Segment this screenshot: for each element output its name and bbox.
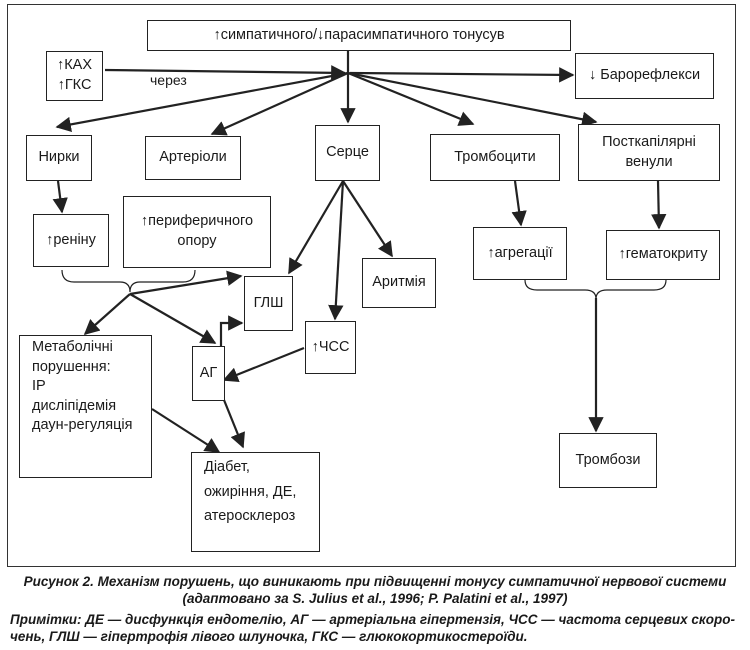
box-arterioly: Артеріоли — [145, 136, 241, 180]
box-arterioly-text: Артеріоли — [159, 149, 227, 166]
notes-line1: Примітки: ДЕ — дисфункція ендотелію, АГ … — [10, 612, 735, 627]
brace-right — [524, 279, 667, 300]
arrow-sertse-to-arytmiia — [342, 180, 393, 258]
box-baro-text: ↓ Барорефлекси — [588, 67, 701, 84]
box-oporu-text1: ↑периферичного — [140, 213, 254, 230]
arrow-ag-to-glsh — [219, 315, 244, 346]
box-metab-text5: даун-регуляція — [32, 417, 133, 434]
box-agregatsii: ↑агрегації — [473, 227, 567, 280]
box-arytmiia: Аритмія — [362, 258, 436, 308]
box-gematokrytu-text: ↑гематокриту — [618, 246, 708, 263]
box-venuly-text1: Посткапілярні — [602, 133, 696, 150]
box-chss-text: ↑ЧСС — [311, 338, 350, 355]
arrow-hub-to-arterioly — [210, 71, 349, 136]
box-gks-text: ↑ГКС — [57, 77, 92, 93]
arrow-nyrky-to-reninu — [52, 180, 68, 214]
box-gematokrytu: ↑гематокриту — [606, 230, 720, 280]
arrow-hub-to-venuly — [347, 71, 598, 127]
arrow-hub-to-baro — [349, 67, 575, 83]
box-ag-text: АГ — [199, 364, 218, 381]
arrow-hub2-to-metab — [83, 293, 131, 336]
arrow-sertse-to-glsh — [288, 180, 344, 275]
box-oporu-text2: опору — [177, 233, 217, 249]
box-glsh: ГЛШ — [244, 276, 293, 331]
box-metabolichni: Метаболічні порушення: ІР дисліпідемія д… — [19, 335, 152, 478]
box-tonus-text: ↑симпатичного/↓парасимпатичного тонусув — [213, 26, 505, 43]
arrow-hub2-to-glsh — [129, 270, 243, 296]
figure-caption: Рисунок 2. Механізм порушень, що виникаю… — [10, 573, 740, 608]
arrow-chss-to-ag — [222, 346, 305, 383]
caption-line1: Рисунок 2. Механізм порушень, що виникаю… — [23, 574, 727, 589]
box-nyrky-text: Нирки — [38, 149, 80, 166]
box-venuly: Посткапілярні венули — [578, 124, 720, 181]
box-trombotsyty-text: Тромбоцити — [454, 148, 536, 165]
box-arytmiia-text: Аритмія — [372, 274, 426, 291]
box-metab-text4: дисліпідемія — [32, 397, 117, 414]
arrow-venuly-to-gematokrytu — [651, 180, 667, 230]
arrow-metab-to-diabet — [151, 408, 221, 453]
box-reninu: ↑реніну — [33, 214, 109, 267]
box-diabet: Діабет, ожиріння, ДЕ, атеросклероз — [191, 452, 320, 552]
box-baro: ↓ Барорефлекси — [575, 53, 714, 99]
box-agregatsii-text: ↑агрегації — [487, 244, 553, 261]
box-nyrky: Нирки — [26, 135, 92, 181]
box-diabet-text3: атеросклероз — [204, 508, 296, 525]
arrow-hub-to-trombotsyty — [347, 71, 475, 126]
box-diabet-text2: ожиріння, ДЕ, — [204, 483, 297, 500]
box-ag: АГ — [192, 346, 225, 401]
notes-line2: чень, ГЛШ — гіпертрофія лівого шлуночка,… — [10, 629, 528, 645]
arrow-sertse-to-chss — [328, 180, 345, 321]
box-reninu-text: ↑реніну — [46, 231, 96, 248]
brace-left — [61, 269, 196, 293]
box-sertse: Серце — [315, 125, 380, 181]
box-chss: ↑ЧСС — [305, 321, 356, 374]
figure-notes: Примітки: ДЕ — дисфункція ендотелію, АГ … — [10, 611, 740, 646]
box-tonus: ↑симпатичного/↓парасимпатичного тонусув — [147, 20, 571, 51]
arrow-kah-to-hub — [104, 65, 347, 81]
box-diabet-text1: Діабет, — [204, 459, 250, 475]
box-trombozy: Тромбози — [559, 433, 657, 488]
box-metab-text2: порушення: — [32, 358, 111, 375]
box-metab-text1: Метаболічні — [32, 339, 113, 355]
arrow-hub-to-nyrky — [55, 71, 349, 133]
label-cherez: через — [150, 72, 187, 88]
caption-line2: (адаптовано за S. Julius et al., 1996; P… — [182, 591, 568, 607]
box-trombozy-text: Тромбози — [575, 451, 641, 468]
box-trombotsyty: Тромбоцити — [430, 134, 560, 181]
box-kah-text: ↑КАХ — [56, 57, 93, 74]
box-venuly-text2: венули — [625, 153, 673, 170]
box-sertse-text: Серце — [326, 144, 369, 161]
box-glsh-text: ГЛШ — [253, 294, 284, 311]
arrow-hub2-to-ag — [129, 293, 217, 344]
arrow-ag-to-diabet — [222, 399, 245, 449]
diagram-frame — [7, 4, 736, 567]
box-kah-gks: ↑КАХ ↑ГКС — [46, 51, 103, 101]
box-oporu: ↑периферичного опору — [123, 196, 271, 268]
arrow-trombotsyty-to-agregatsii — [511, 180, 527, 227]
box-metab-text3: ІР — [32, 378, 46, 395]
